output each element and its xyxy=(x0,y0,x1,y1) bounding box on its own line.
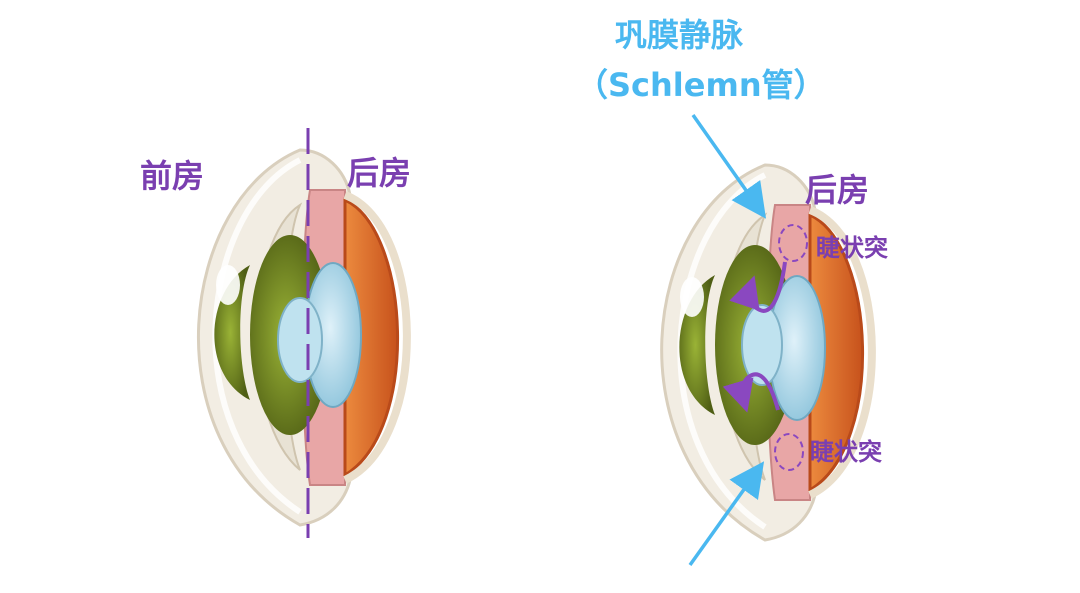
schlemm-arrow-upper xyxy=(691,113,767,219)
flow-arrow-lower xyxy=(722,372,780,413)
ciliary-circle-upper xyxy=(778,224,808,262)
label-anterior-chamber: 前房 xyxy=(140,157,205,195)
label-ciliary-process-upper: 睫状突 xyxy=(816,234,888,262)
right-eye-illustration xyxy=(660,113,876,567)
label-schlemm-title: 巩膜静脉 xyxy=(615,16,744,54)
label-ciliary-process-lower: 睫状突 xyxy=(810,438,882,466)
ciliary-circle-lower xyxy=(774,433,804,471)
label-posterior-chamber-right: 后房 xyxy=(805,171,870,209)
label-schlemm-subtitle: （Schlemn管） xyxy=(576,66,826,104)
left-eye-illustration xyxy=(197,128,411,538)
schlemm-arrow-lower xyxy=(688,461,765,567)
label-posterior-chamber-left: 后房 xyxy=(347,154,412,192)
flow-arrow-upper xyxy=(729,261,787,313)
